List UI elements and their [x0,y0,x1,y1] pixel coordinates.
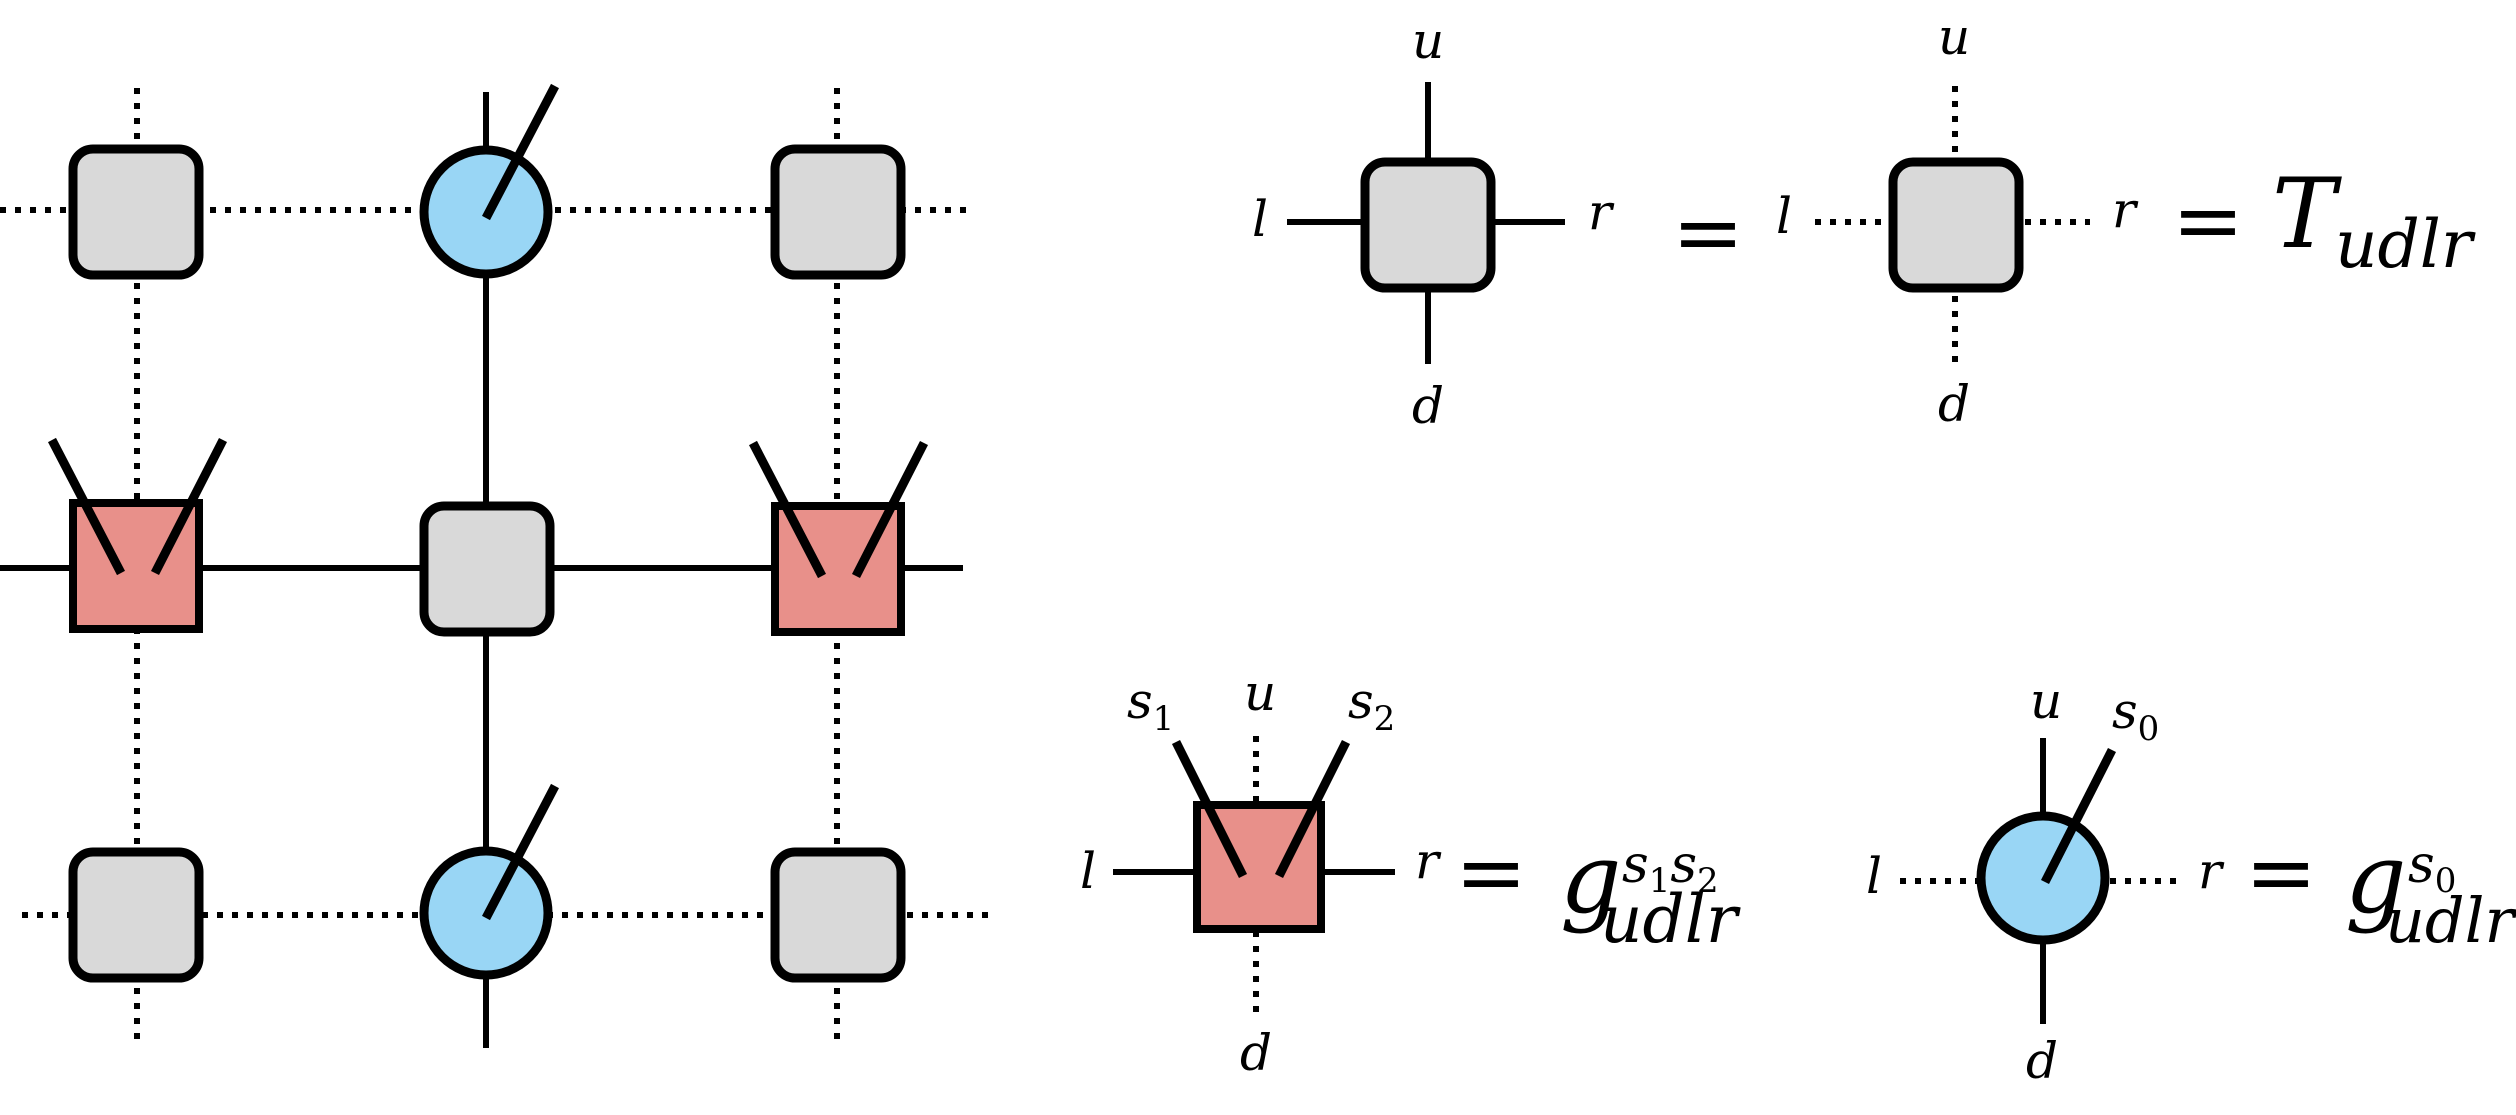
lattice-gray-tensor [68,144,204,280]
t-symbol: T [2272,158,2342,270]
g1-symbol: g [2345,823,2406,935]
g2-physical-leg-s2 [1274,739,1351,879]
t-dotted-label-d: d [1938,375,1970,433]
lattice-gray-tensor [770,847,906,983]
g1-subscript: udlr [2385,884,2516,957]
t-dotted-label-l: l [1776,187,1792,245]
t-solid-label-l: l [1252,190,1268,248]
t-solid-tensor [1360,157,1496,293]
g1-label-l: l [1866,847,1882,905]
t-dotted-tensor [1888,157,2024,293]
g1-superscript: s0 [2408,835,2456,901]
g2-label-s2: s2 [1348,672,1395,739]
g2-symbol: g [1560,823,1621,935]
g1-physical-leg-s0 [2040,747,2117,885]
lattice-physical-leg [150,437,228,576]
t-solid-label-d: d [1412,377,1444,435]
t-tensor-equation: u d l r = u d l r = T udlr [1252,8,2476,435]
lattice-physical-leg [749,440,826,579]
t-dotted-label-u: u [1938,8,1970,66]
g2-equals-sign: = [1455,823,1527,923]
g2-physical-leg-s1 [1171,739,1248,879]
lattice-gray-tensor [770,144,906,280]
g1-label-r: r [2198,842,2225,900]
lattice-physical-leg [482,83,559,221]
g2-label-l: l [1080,842,1096,900]
g1-equals-sign: = [2245,823,2317,923]
lattice-physical-leg [48,437,125,576]
lattice-physical-leg [482,783,559,921]
lattice-physical-leg [851,440,929,579]
t-solid-label-u: u [1412,12,1444,70]
g2-label-r: r [1415,832,1442,890]
t-subscript: udlr [2335,206,2476,283]
g1-label-d: d [2026,1032,2058,1090]
g2-label-d: d [1240,1024,1272,1082]
lattice [0,83,990,1048]
g2-label-s1: s1 [1127,672,1174,739]
g1-label-s0: s0 [2112,682,2159,749]
g-one-site-equation: u d l r s0 = g s0 udlr [1866,672,2516,1090]
g2-label-u: u [1244,664,1276,722]
g1-label-u: u [2030,672,2062,730]
t-equals-sign-2: = [2172,171,2244,271]
g-two-site-equation: u d l r s1 s2 = g s1s2 udlr [1080,664,1741,1082]
g2-subscript: udlr [1600,881,1741,958]
t-equals-sign-1: = [1672,183,1744,283]
t-dotted-label-r: r [2112,181,2139,239]
t-solid-label-r: r [1588,183,1615,241]
g2-superscript: s1s2 [1622,835,1719,901]
lattice-gray-tensor [68,847,204,983]
lattice-gray-tensor [419,501,555,637]
